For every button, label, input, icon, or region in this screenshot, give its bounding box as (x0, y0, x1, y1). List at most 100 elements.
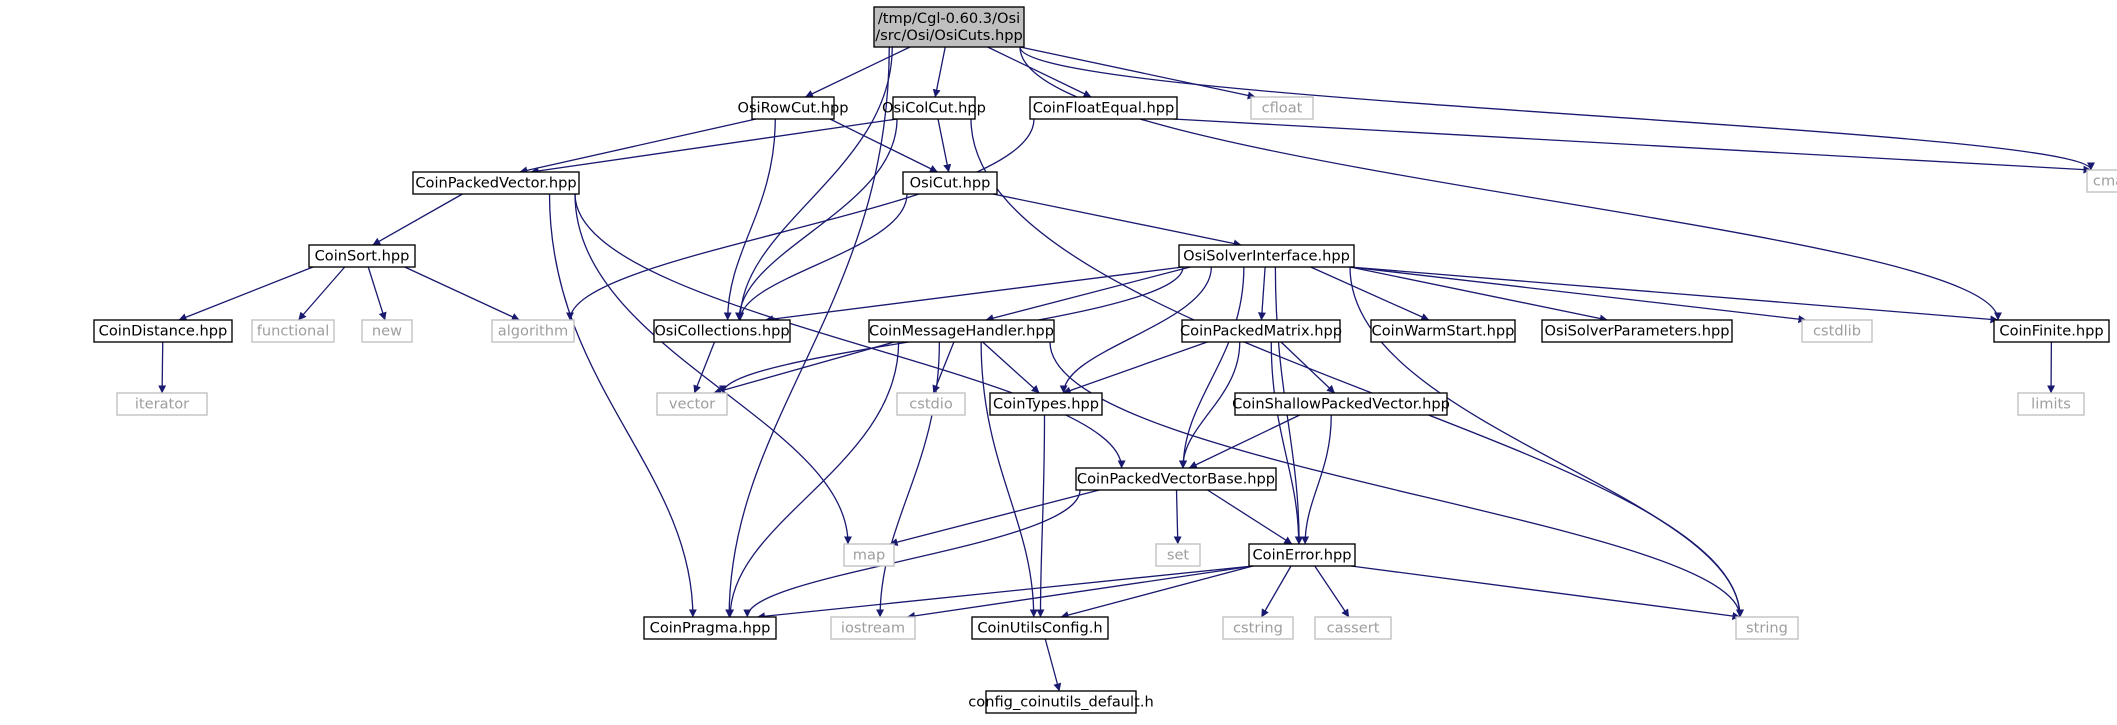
node-map: map (843, 543, 895, 567)
node-box-coinfloatequal (1029, 96, 1178, 120)
edge-coinshallowpackedvector-to-coinerror (1301, 414, 1332, 545)
node-box-iostream (830, 616, 916, 640)
edge-coinfloatequal-to-cmath (1172, 118, 2092, 174)
edge-coinmessagehandler-to-cointypes (982, 341, 1040, 394)
node-label-osicollections: OsiCollections.hpp (654, 323, 789, 340)
node-box-cstdlib (1801, 319, 1873, 343)
node-label-functional: functional (257, 323, 330, 340)
node-label-cstring: cstring (1233, 620, 1283, 637)
node-box-coinpragma (643, 616, 777, 640)
edge-coinpackedmatrix-to-coinshallowpackedvector (1280, 341, 1336, 394)
edge-root-to-cmath (1019, 46, 2095, 171)
edge-coinerror-to-iostream (906, 565, 1254, 620)
edge-coinpackedvectorbase-to-map (889, 489, 1100, 546)
node-label-cmath: cmath (2093, 173, 2117, 190)
edge-root-to-osicolcut (932, 46, 946, 98)
node-box-cfloat (1250, 96, 1314, 120)
node-box-coinsort (308, 244, 416, 268)
node-label-root: /src/Osi/OsiCuts.hpp (875, 27, 1023, 44)
node-coinpackedvectorbase[interactable]: CoinPackedVectorBase.hpp (1075, 467, 1277, 491)
node-box-root (873, 6, 1025, 48)
edge-osicolcut-to-coinpackedvector (530, 118, 898, 175)
node-label-coinmessagehandler: CoinMessageHandler.hpp (869, 323, 1054, 340)
node-coinmessagehandler[interactable]: CoinMessageHandler.hpp (868, 319, 1055, 343)
node-label-coinerror: CoinError.hpp (1252, 547, 1351, 564)
edge-coinmessagehandler-to-string (1049, 341, 1744, 618)
node-label-cfloat: cfloat (1262, 100, 1303, 117)
node-coinutilsconfig[interactable]: CoinUtilsConfig.h (971, 616, 1109, 640)
node-coinfinite[interactable]: CoinFinite.hpp (1993, 319, 2110, 343)
node-label-coinsort: CoinSort.hpp (315, 248, 410, 265)
node-coinsort[interactable]: CoinSort.hpp (308, 244, 416, 268)
node-coinfloatequal[interactable]: CoinFloatEqual.hpp (1029, 96, 1178, 120)
node-osirowcut[interactable]: OsiRowCut.hpp (737, 96, 849, 120)
node-box-algorithm (491, 319, 575, 343)
node-osisolverinterface[interactable]: OsiSolverInterface.hpp (1178, 244, 1355, 268)
node-label-vector: vector (669, 396, 715, 413)
node-coinpragma[interactable]: CoinPragma.hpp (643, 616, 777, 640)
node-coinshallowpackedvector[interactable]: CoinShallowPackedVector.hpp (1232, 392, 1450, 416)
node-label-coinshallowpackedvector: CoinShallowPackedVector.hpp (1232, 396, 1450, 413)
edge-root-to-coinpragma (725, 46, 890, 618)
edge-coinshallowpackedvector-to-coinpackedvectorbase (1188, 414, 1301, 469)
edge-osisolverinterface-to-cstdlib (1349, 266, 1807, 324)
node-label-cstdio: cstdio (909, 396, 953, 413)
edge-coinpackedvectorbase-to-set (1173, 489, 1182, 545)
node-label-coindistance: CoinDistance.hpp (99, 323, 228, 340)
node-osicolcut[interactable]: OsiColCut.hpp (882, 96, 986, 120)
node-coinerror[interactable]: CoinError.hpp (1248, 543, 1356, 567)
node-iostream: iostream (830, 616, 916, 640)
edge-coinsort-to-new (367, 266, 387, 321)
node-box-coinpackedvectorbase (1075, 467, 1277, 491)
node-box-coinwarmstart (1370, 319, 1516, 343)
node-coinwarmstart[interactable]: CoinWarmStart.hpp (1370, 319, 1516, 343)
node-root[interactable]: /tmp/Cgl-0.60.3/Osi/src/Osi/OsiCuts.hpp (873, 6, 1025, 48)
node-coinpackedmatrix[interactable]: CoinPackedMatrix.hpp (1180, 319, 1342, 343)
edge-coinerror-to-string (1350, 565, 1741, 620)
edge-osicut-to-osicollections (736, 193, 908, 321)
edge-root-to-cfloat (1019, 46, 1256, 100)
node-cfloat: cfloat (1250, 96, 1314, 120)
node-box-osicut (902, 171, 998, 195)
node-label-coinpackedmatrix: CoinPackedMatrix.hpp (1180, 323, 1342, 340)
edge-coinpackedvectorbase-to-coinerror (1207, 489, 1293, 545)
node-box-osisolverparameters (1541, 319, 1733, 343)
edge-coinpackedmatrix-to-coinpackedvectorbase (1178, 341, 1241, 469)
node-new: new (361, 319, 413, 343)
edge-osirowcut-to-coinpackedvector (519, 118, 757, 175)
node-box-iterator (116, 392, 208, 416)
node-label-root: /tmp/Cgl-0.60.3/Osi (878, 10, 1020, 27)
edge-coinmessagehandler-to-vector (713, 341, 895, 395)
node-cassert: cassert (1314, 616, 1392, 640)
node-osicut[interactable]: OsiCut.hpp (902, 171, 998, 195)
node-box-functional (251, 319, 335, 343)
edge-coinutilsconfig-to-config_coinutils_default (1044, 638, 1062, 692)
edge-osisolverinterface-to-coinwarmstart (1310, 266, 1430, 321)
node-label-cointypes: CoinTypes.hpp (993, 396, 1099, 413)
edge-coinpackedmatrix-to-coinerror (1270, 341, 1303, 545)
node-label-cstdlib: cstdlib (1813, 323, 1861, 340)
node-osicollections[interactable]: OsiCollections.hpp (653, 319, 791, 343)
node-vector: vector (656, 392, 728, 416)
node-coinpackedvector[interactable]: CoinPackedVector.hpp (412, 171, 580, 195)
node-label-osisolverparameters: OsiSolverParameters.hpp (1545, 323, 1730, 340)
node-label-coinwarmstart: CoinWarmStart.hpp (1372, 323, 1515, 340)
node-osisolverparameters[interactable]: OsiSolverParameters.hpp (1541, 319, 1733, 343)
node-box-coinutilsconfig (971, 616, 1109, 640)
node-label-set: set (1167, 547, 1190, 564)
node-box-coinfinite (1993, 319, 2110, 343)
edge-osicolcut-to-osicut (937, 118, 952, 173)
node-box-coinshallowpackedvector (1234, 392, 1448, 416)
node-label-limits: limits (2031, 396, 2071, 413)
edge-root-to-coinfinite (1019, 46, 2002, 321)
edge-coinmessagehandler-to-coinutilsconfig (980, 341, 1038, 618)
node-box-coinerror (1248, 543, 1356, 567)
node-set: set (1155, 543, 1201, 567)
node-cointypes[interactable]: CoinTypes.hpp (989, 392, 1103, 416)
node-coindistance[interactable]: CoinDistance.hpp (93, 319, 233, 343)
node-box-limits (2017, 392, 2085, 416)
edge-osicolcut-to-string (970, 118, 1744, 618)
edge-osirowcut-to-osicollections (723, 118, 776, 321)
node-iterator: iterator (116, 392, 208, 416)
node-config_coinutils_default[interactable]: config_coinutils_default.h (968, 690, 1154, 714)
